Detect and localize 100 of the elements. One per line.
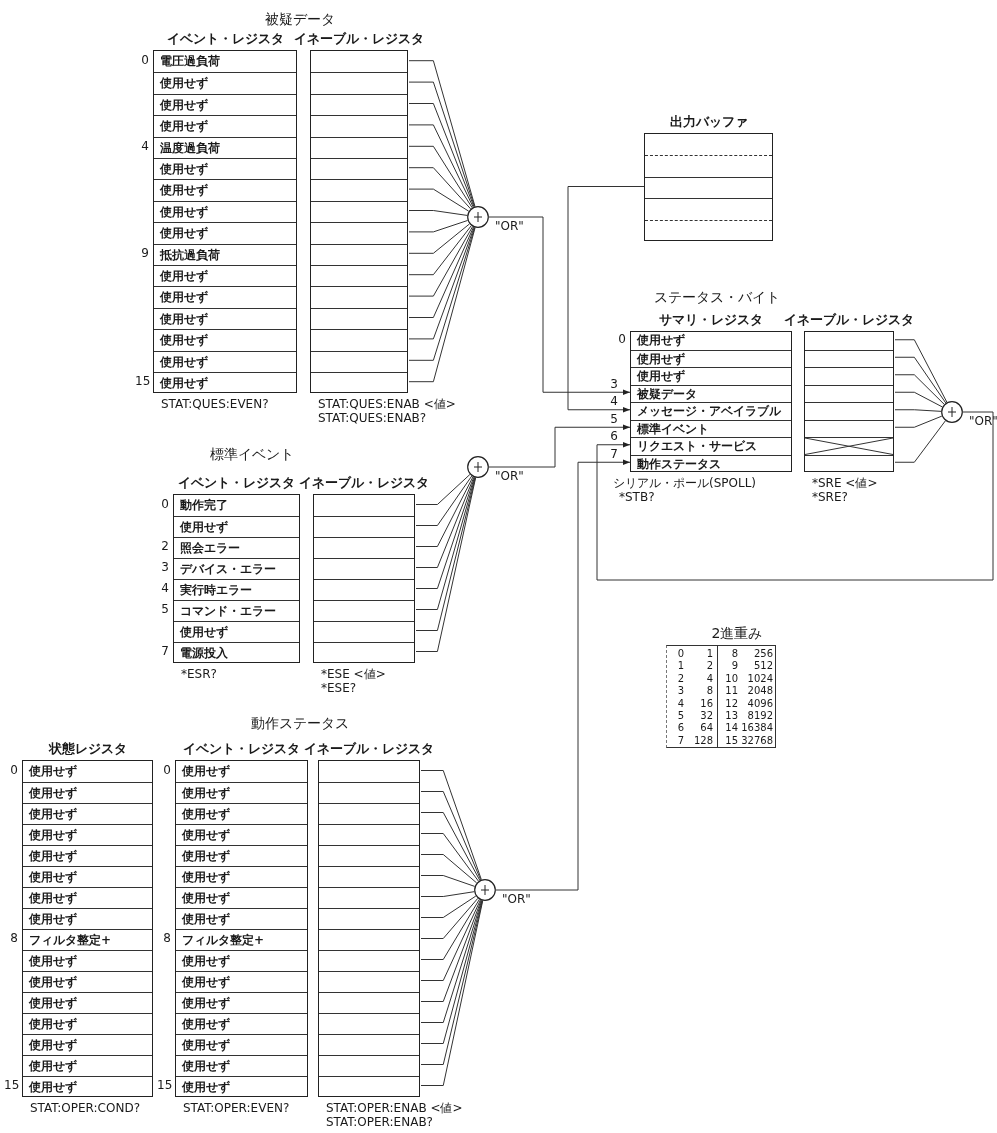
or-gate-symbol [467,206,489,228]
signal-line [894,339,948,403]
register-cell: 使用せず [176,1013,307,1034]
section-title: 動作ステータス [251,714,349,732]
command-text: STAT:OPER:ENAB <値> [326,1102,463,1115]
or-label: "OR" [969,415,997,428]
table-cell-text: 2 [676,672,684,685]
signal-line [415,475,473,526]
command-text: *ESE? [321,682,357,695]
register-cell: メッセージ・アベイラブル [631,402,791,420]
table-cell-text: 12 [724,697,738,710]
table-cell-text: 16384 [740,722,773,735]
register-cell: 使用せず [176,908,307,929]
bit-number: 9 [140,246,149,260]
register-cell: 使用せず [154,286,296,308]
register-cell: 使用せず [176,950,307,971]
register-cell: 使用せず [23,1055,152,1076]
bit-number: 0 [9,764,18,777]
table-cell-text: 2048 [746,685,773,698]
signal-line [420,812,481,881]
signal-line [894,409,942,412]
signal-line [408,220,469,233]
register-cell: 使用せず [174,621,299,642]
signal-line [408,226,474,297]
signal-line [415,473,471,505]
table-cell-text: 0 [676,648,684,660]
signal-line [894,391,943,408]
table-cell-text: 14 [724,722,738,735]
table-cell-text: 8 [705,685,713,698]
register-cell: 使用せず [154,372,296,394]
signal-line [408,188,470,212]
register-cell: 使用せず [23,971,152,992]
signal-line [408,226,475,340]
bit-number: 7 [160,645,169,658]
register-cell: 使用せず [23,782,152,803]
command-text: STAT:OPER:ENAB? [326,1116,433,1129]
register-cell: 使用せず [176,971,307,992]
register-cell: フィルタ整定+ [23,929,152,950]
register-cell: 使用せず [176,845,307,866]
bit-number: 15 [157,1079,171,1092]
bit-number: 4 [609,395,618,409]
arrow [495,459,631,891]
register-cell: 抵抗過負荷 [154,243,296,265]
signal-line [415,476,475,589]
register-cell: 使用せず [23,1013,152,1034]
bit-number: 15 [4,1079,18,1092]
table-cell-text: 16 [699,697,713,710]
register-cell: 使用せず [176,1034,307,1055]
register-cell: 使用せず [154,115,296,137]
register-cell: 使用せず [154,329,296,351]
command-text: STAT:OPER:EVEN? [183,1102,290,1115]
table-cell-text: 5 [676,710,684,722]
register-cell: 使用せず [176,824,307,845]
signal-line [420,895,477,918]
bit-number: 3 [160,561,169,574]
bit-number: 2 [160,540,169,553]
arrow [488,424,631,468]
register-cell: 使用せず [154,93,296,116]
register-heading: 状態レジスタ [48,740,127,757]
register-heading: イネーブル・レジスタ [304,740,434,757]
register-heading: イネーブル・レジスタ [299,474,429,491]
register-cell: 使用せず [23,950,152,971]
table-cell-text: 1 [676,660,684,673]
signal-line [894,420,946,463]
register-cell: 実行時エラー [174,579,299,600]
table-cell-text: 2 [705,660,713,673]
command-text: *ESR? [181,668,217,681]
register-cell-text: 使用せず [636,332,686,349]
or-gate-symbol [467,456,489,478]
table-cell-text: 11 [724,685,738,698]
table-cell-text: 256 [752,648,773,660]
register-cell: 使用せず [154,200,296,223]
or-label: "OR" [495,220,524,233]
register-cell: 使用せず [23,866,152,887]
signal-line [408,226,475,318]
register-cell: 電源投入 [174,642,299,663]
arrow [488,216,631,396]
signal-line [420,899,481,981]
table-cell-text: 9 [730,660,738,673]
register-cell: 照会エラー [174,537,299,558]
register-cell: リクエスト・サービス [631,437,791,455]
register-cell: 使用せず [176,887,307,908]
signal-line [415,476,475,568]
register-cell: 使用せず [23,845,152,866]
bit-number: 3 [609,377,618,391]
register-cell-text: 電圧過負荷 [159,53,221,70]
bit-number: 5 [160,603,169,616]
signal-line [420,791,482,881]
register-cell: コマンド・エラー [174,600,299,621]
register-heading: 出力バッファ [669,113,748,130]
register-cell: 使用せず [176,866,307,887]
bit-number: 8 [162,932,171,945]
table-cell-text: 7 [676,734,684,747]
register-cell: フィルタ整定+ [176,929,307,950]
command-text: STAT:OPER:COND? [30,1102,141,1115]
signal-line [420,854,478,884]
register-cell: 使用せず [176,803,307,824]
or-gate-symbol [474,879,496,901]
table-cell-text: 4 [705,672,713,685]
signal-line [894,415,943,428]
